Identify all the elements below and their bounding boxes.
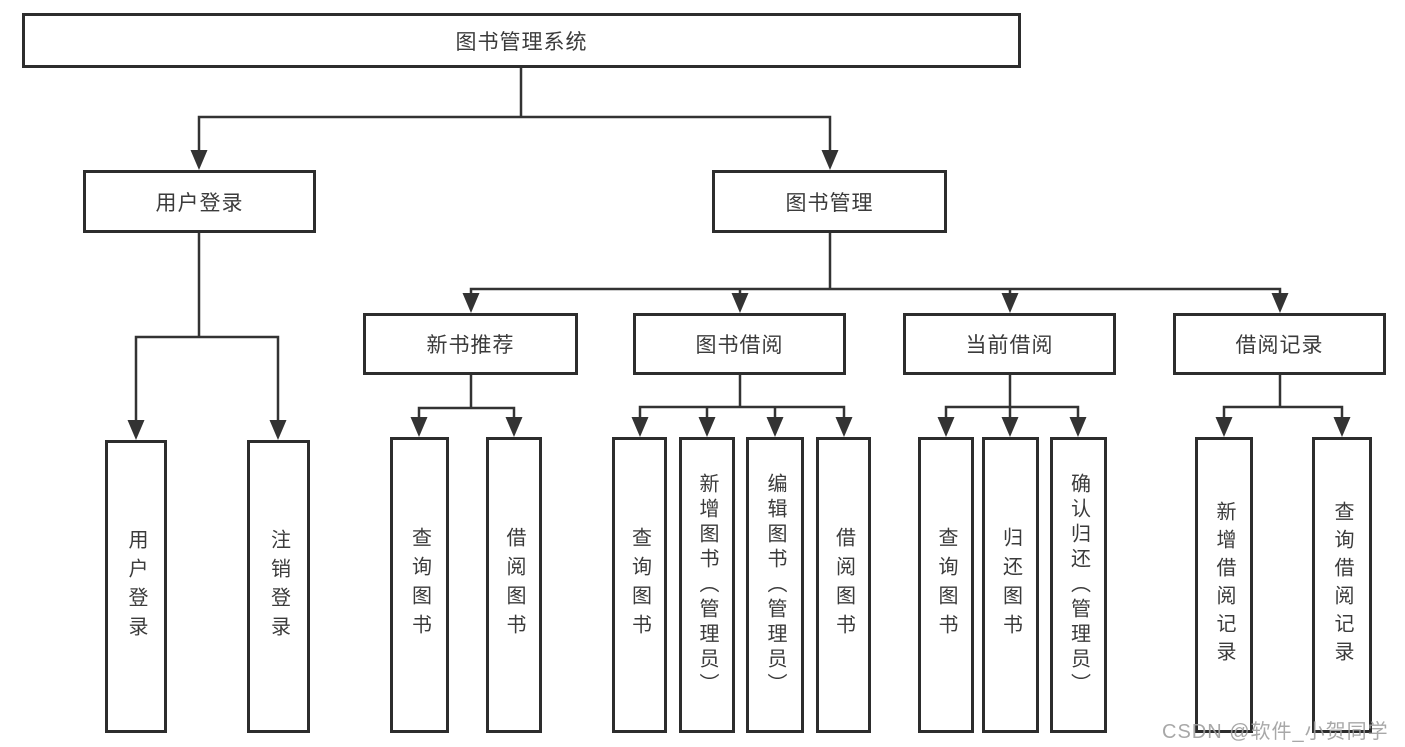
node-book-borrowing: 图书借阅 <box>633 313 846 375</box>
node-current-borrowing: 当前借阅 <box>903 313 1116 375</box>
csdn-watermark: CSDN @软件_小贺同学 <box>1162 721 1389 743</box>
node-label: 新书推荐 <box>426 334 515 357</box>
leaf-label: 编辑图书（管理员） <box>764 472 786 698</box>
leaf-edit-book-admin: 编辑图书（管理员） <box>746 437 804 733</box>
node-label: 当前借阅 <box>965 334 1054 357</box>
leaf-label: 查询图书 <box>628 527 651 643</box>
leaf-label: 确认归还（管理员） <box>1067 472 1090 698</box>
leaf-label: 查询图书 <box>408 527 431 643</box>
leaf-label: 新增图书（管理员） <box>696 472 718 698</box>
leaf-query-books: 查询图书 <box>918 437 974 733</box>
node-label: 用户登录 <box>155 191 244 215</box>
leaf-label: 借阅图书 <box>503 527 525 643</box>
leaf-add-borrow-record: 新增借阅记录 <box>1195 437 1253 733</box>
node-user-login-branch: 用户登录 <box>83 170 316 233</box>
leaf-borrow-books: 借阅图书 <box>486 437 542 733</box>
leaf-label: 用户登录 <box>125 528 147 645</box>
leaf-return-book: 归还图书 <box>982 437 1039 733</box>
leaf-label: 注销登录 <box>267 528 290 645</box>
leaf-query-books: 查询图书 <box>612 437 667 733</box>
node-label: 图书借阅 <box>695 334 784 357</box>
node-book-management-branch: 图书管理 <box>712 170 947 233</box>
leaf-label: 查询借阅记录 <box>1331 501 1353 669</box>
leaf-logout: 注销登录 <box>247 440 310 733</box>
node-borrowing-records: 借阅记录 <box>1173 313 1386 375</box>
node-label: 图书管理 <box>785 191 874 215</box>
leaf-confirm-return-admin: 确认归还（管理员） <box>1050 437 1107 733</box>
leaf-label: 查询图书 <box>935 527 957 643</box>
node-label: 图书管理系统 <box>455 30 588 54</box>
leaf-user-login: 用户登录 <box>105 440 167 733</box>
node-label: 借阅记录 <box>1235 334 1324 357</box>
node-new-book-recommendation: 新书推荐 <box>363 313 578 375</box>
node-library-management-system: 图书管理系统 <box>22 13 1021 68</box>
leaf-label: 借阅图书 <box>832 527 855 643</box>
leaf-query-books: 查询图书 <box>390 437 449 733</box>
leaf-label: 新增借阅记录 <box>1213 501 1235 669</box>
leaf-add-book-admin: 新增图书（管理员） <box>679 437 735 733</box>
leaf-label: 归还图书 <box>999 527 1022 643</box>
leaf-borrow-books: 借阅图书 <box>816 437 871 733</box>
leaf-query-borrow-record: 查询借阅记录 <box>1312 437 1372 733</box>
